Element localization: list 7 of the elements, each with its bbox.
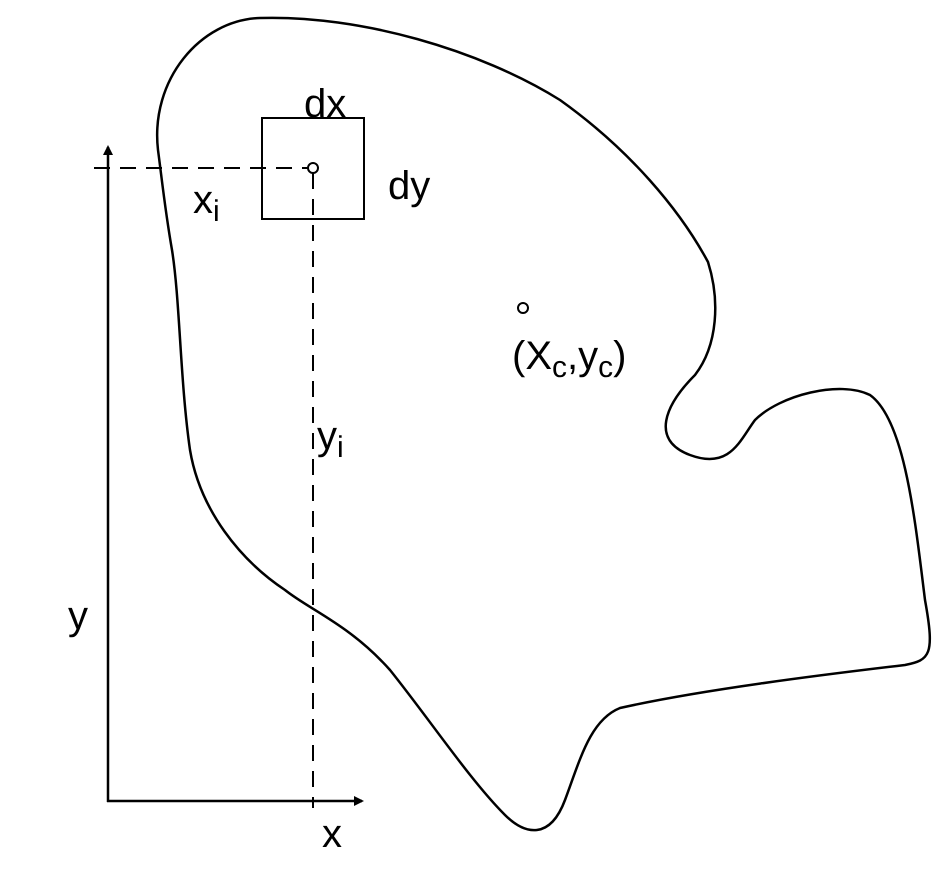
variable-label: y <box>68 596 88 636</box>
variable-label: x$_{i}$ <box>193 180 220 220</box>
variable-label: x <box>322 814 342 854</box>
variable-label: (X$_{c}$,y$_{c}$) <box>512 336 626 376</box>
variable-label: y$_{i}$ <box>317 416 344 456</box>
variable-label: dx <box>304 84 346 124</box>
variable-label: dy <box>388 166 430 206</box>
